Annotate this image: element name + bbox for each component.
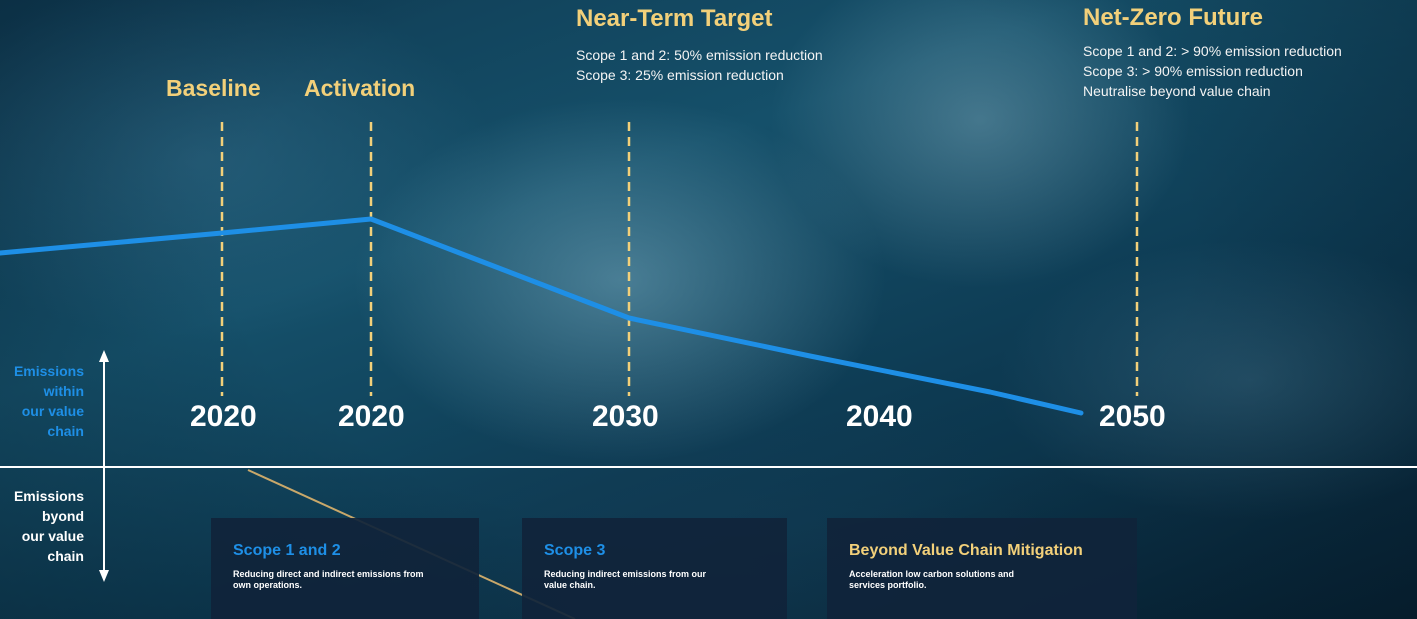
year-net-zero: 2050: [1099, 400, 1166, 433]
within-label-line: chain: [47, 423, 84, 439]
within-label-line: our value: [21, 403, 84, 419]
milestone-title-near-term: Near-Term Target: [576, 5, 773, 32]
milestone-title-baseline: Baseline: [166, 75, 261, 101]
box-description-line: Reducing direct and indirect emissions f…: [233, 569, 424, 579]
net-zero-detail-scope12: Scope 1 and 2: > 90% emission reduction: [1083, 43, 1342, 59]
net-zero-detail-neutralise: Neutralise beyond value chain: [1083, 83, 1271, 99]
box-beyond-value-chain-title: Beyond Value Chain Mitigation: [849, 542, 1083, 559]
milestone-title-activation: Activation: [304, 75, 416, 101]
beyond-label-line: byond: [42, 508, 84, 524]
box-description-line: services portfolio.: [849, 580, 927, 590]
near-term-detail-scope12: Scope 1 and 2: 50% emission reduction: [576, 47, 823, 63]
net-zero-detail-scope3: Scope 3: > 90% emission reduction: [1083, 63, 1303, 79]
near-term-details: Scope 1 and 2: 50% emission reduction Sc…: [576, 45, 823, 85]
box-scope-1-2-description: Reducing direct and indirect emissions f…: [233, 569, 424, 591]
emissions-trajectory-line: [0, 216, 1084, 416]
emissions-beyond-label: Emissions byond our value chain: [0, 486, 84, 566]
box-scope-3: Scope 3 Reducing indirect emissions from…: [522, 518, 787, 619]
beyond-label-line: our value: [21, 528, 84, 544]
beyond-label-line: Emissions: [13, 488, 84, 504]
year-baseline: 2020: [190, 400, 257, 433]
box-scope-3-title: Scope 3: [544, 542, 606, 559]
within-label-line: Emissions: [13, 363, 84, 379]
net-zero-details: Scope 1 and 2: > 90% emission reduction …: [1083, 41, 1342, 101]
near-term-detail-scope3: Scope 3: 25% emission reduction: [576, 67, 784, 83]
emissions-within-label: Emissions within our value chain: [0, 361, 84, 441]
beyond-label-line: chain: [47, 548, 84, 564]
year-near-term: 2030: [592, 400, 659, 433]
box-scope-3-description: Reducing indirect emissions from our val…: [544, 569, 706, 591]
box-scope-1-2-title: Scope 1 and 2: [233, 542, 341, 559]
box-description-line: Reducing indirect emissions from our: [544, 569, 707, 579]
year-activation: 2020: [338, 400, 405, 433]
year-2040: 2040: [846, 400, 913, 433]
box-scope-1-2: Scope 1 and 2 Reducing direct and indire…: [211, 518, 479, 619]
box-beyond-value-chain-description: Acceleration low carbon solutions and se…: [849, 569, 1014, 591]
vertical-double-arrow-icon: [99, 350, 109, 582]
box-description-line: Acceleration low carbon solutions and: [849, 569, 1015, 579]
box-description-line: value chain.: [544, 580, 596, 590]
within-label-line: within: [43, 383, 84, 399]
box-beyond-value-chain: Beyond Value Chain Mitigation Accelerati…: [827, 518, 1137, 619]
box-description-line: own operations.: [233, 580, 303, 590]
milestone-title-net-zero: Net-Zero Future: [1083, 4, 1263, 31]
